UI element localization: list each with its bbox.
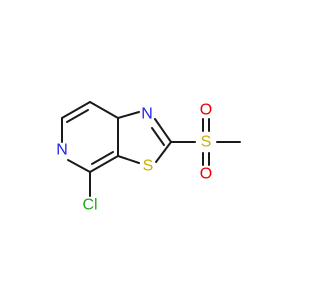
atom-cl: Cl — [82, 197, 97, 214]
atom-s-sulfonyl: S — [201, 134, 212, 151]
molecule-drawing: N N S S O O Cl — [56, 101, 241, 214]
bond-c7-c6-inner — [66, 109, 89, 123]
bond-c4-c3a — [89, 155, 119, 173]
bond-c7a-c7 — [89, 101, 119, 119]
atom-s-ring: S — [143, 158, 154, 175]
bond-s1-c3a — [117, 155, 140, 164]
atom-o-top: O — [200, 102, 212, 119]
structure-canvas: N N S S O O Cl — [56, 101, 241, 214]
bond-c4-c3a-inner — [91, 151, 114, 165]
bond-n5-c4 — [67, 159, 91, 173]
bond-c2-s1 — [155, 141, 172, 163]
bond-n3-c2 — [154, 118, 172, 143]
bond-n3-c2-inner — [151, 127, 165, 146]
bond-c7-c6 — [61, 101, 91, 119]
bond-c7a-n3 — [117, 111, 140, 119]
atom-n-thiazole: N — [141, 106, 153, 123]
atom-o-bottom: O — [200, 166, 212, 183]
atom-n-pyridine: N — [56, 142, 68, 159]
